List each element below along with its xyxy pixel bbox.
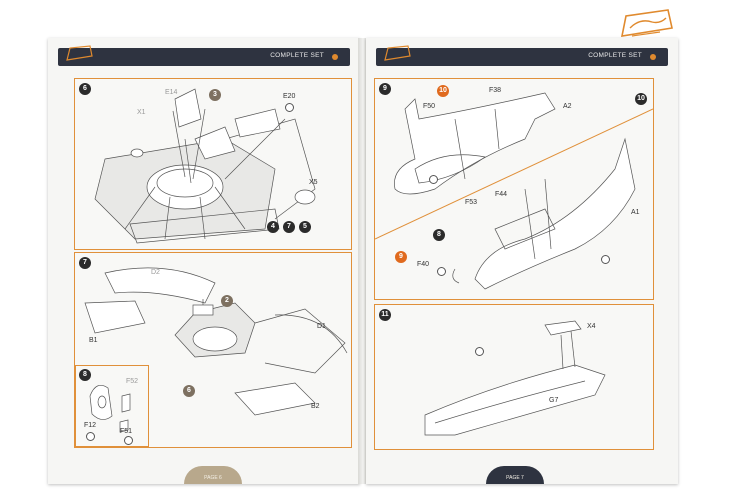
glue-icon xyxy=(437,267,446,276)
part-label: F12 xyxy=(84,422,97,429)
booklet-spine xyxy=(358,38,368,484)
step-7-diagram xyxy=(84,267,348,416)
part-label: E14 xyxy=(165,89,178,96)
part-label: X1 xyxy=(137,109,146,116)
step-number: 7 xyxy=(79,257,91,269)
part-label: X5 xyxy=(309,179,318,186)
callout-badge: 2 xyxy=(221,295,233,307)
callout-badge: 9 xyxy=(395,251,407,263)
glue-icon xyxy=(475,347,484,356)
part-label: A2 xyxy=(563,103,572,110)
banner-label: COMPLETE SET xyxy=(270,52,324,59)
step-11-diagram xyxy=(424,320,606,436)
callout-badge: 4 xyxy=(267,221,279,233)
banner-dot-icon xyxy=(332,54,338,60)
brand-logo-icon xyxy=(66,45,93,61)
left-page-number-tab: PAGE 6 xyxy=(184,466,242,484)
callout-badge: 8 xyxy=(433,229,445,241)
part-label: B1 xyxy=(89,337,98,344)
glue-icon xyxy=(86,432,95,441)
part-label: F52 xyxy=(126,378,139,385)
banner-dot-icon xyxy=(650,54,656,60)
part-label: F40 xyxy=(417,261,430,268)
step-7-panel: 7 D2 B1 D1 B2 2 6 8 xyxy=(74,252,352,448)
right-page-banner: COMPLETE SET xyxy=(376,45,668,66)
callout-badge: 10 xyxy=(437,85,449,97)
part-label: F44 xyxy=(495,191,508,198)
step-number: 8 xyxy=(79,369,91,381)
instruction-booklet: COMPLETE SET 6 E xyxy=(48,8,698,486)
right-page: COMPLETE SET 9 10 10 F38 xyxy=(366,38,678,484)
part-label: X4 xyxy=(587,323,596,330)
part-label: E20 xyxy=(283,93,296,100)
step-8-panel: 8 F52 F12 F51 xyxy=(75,365,149,447)
banner-label: COMPLETE SET xyxy=(588,52,642,59)
step-number: 6 xyxy=(79,83,91,95)
left-page-banner: COMPLETE SET xyxy=(58,45,350,66)
part-label: D2 xyxy=(151,269,160,276)
brand-logo-icon xyxy=(384,45,411,61)
part-label: G7 xyxy=(549,397,559,404)
step-11-panel: 11 X4 G7 xyxy=(374,304,654,450)
part-label: A1 xyxy=(631,209,640,216)
callout-badge: 7 xyxy=(283,221,295,233)
callout-badge: 5 xyxy=(299,221,311,233)
step-6-panel: 6 E20 E14 X1 X5 xyxy=(74,78,352,250)
left-page: COMPLETE SET 6 E xyxy=(48,38,360,484)
callout-badge: 3 xyxy=(209,89,221,101)
page-number: PAGE 6 xyxy=(204,475,222,481)
brand-logo-stamp xyxy=(616,6,676,46)
step-9-10-diagram xyxy=(375,92,653,290)
part-label: F53 xyxy=(465,199,478,206)
part-label: F38 xyxy=(489,87,502,94)
step-8-diagram xyxy=(89,385,131,433)
part-label: B2 xyxy=(311,403,320,410)
step-number: 11 xyxy=(379,309,391,321)
step-9-10-panel: 9 10 10 F38 F50 A2 F44 F53 F40 A1 8 9 xyxy=(374,78,654,300)
glue-icon xyxy=(285,103,294,112)
callout-badge: 6 xyxy=(183,385,195,397)
glue-icon xyxy=(124,436,133,445)
step-6-diagram xyxy=(94,88,316,244)
part-label: D1 xyxy=(317,323,326,330)
glue-icon xyxy=(601,255,610,264)
right-page-number-tab: PAGE 7 xyxy=(486,466,544,484)
glue-icon xyxy=(429,175,438,184)
page-number: PAGE 7 xyxy=(506,475,524,481)
step-number: 9 xyxy=(379,83,391,95)
part-label: F51 xyxy=(120,428,133,435)
part-label: F50 xyxy=(423,103,436,110)
step-number: 10 xyxy=(635,93,647,105)
